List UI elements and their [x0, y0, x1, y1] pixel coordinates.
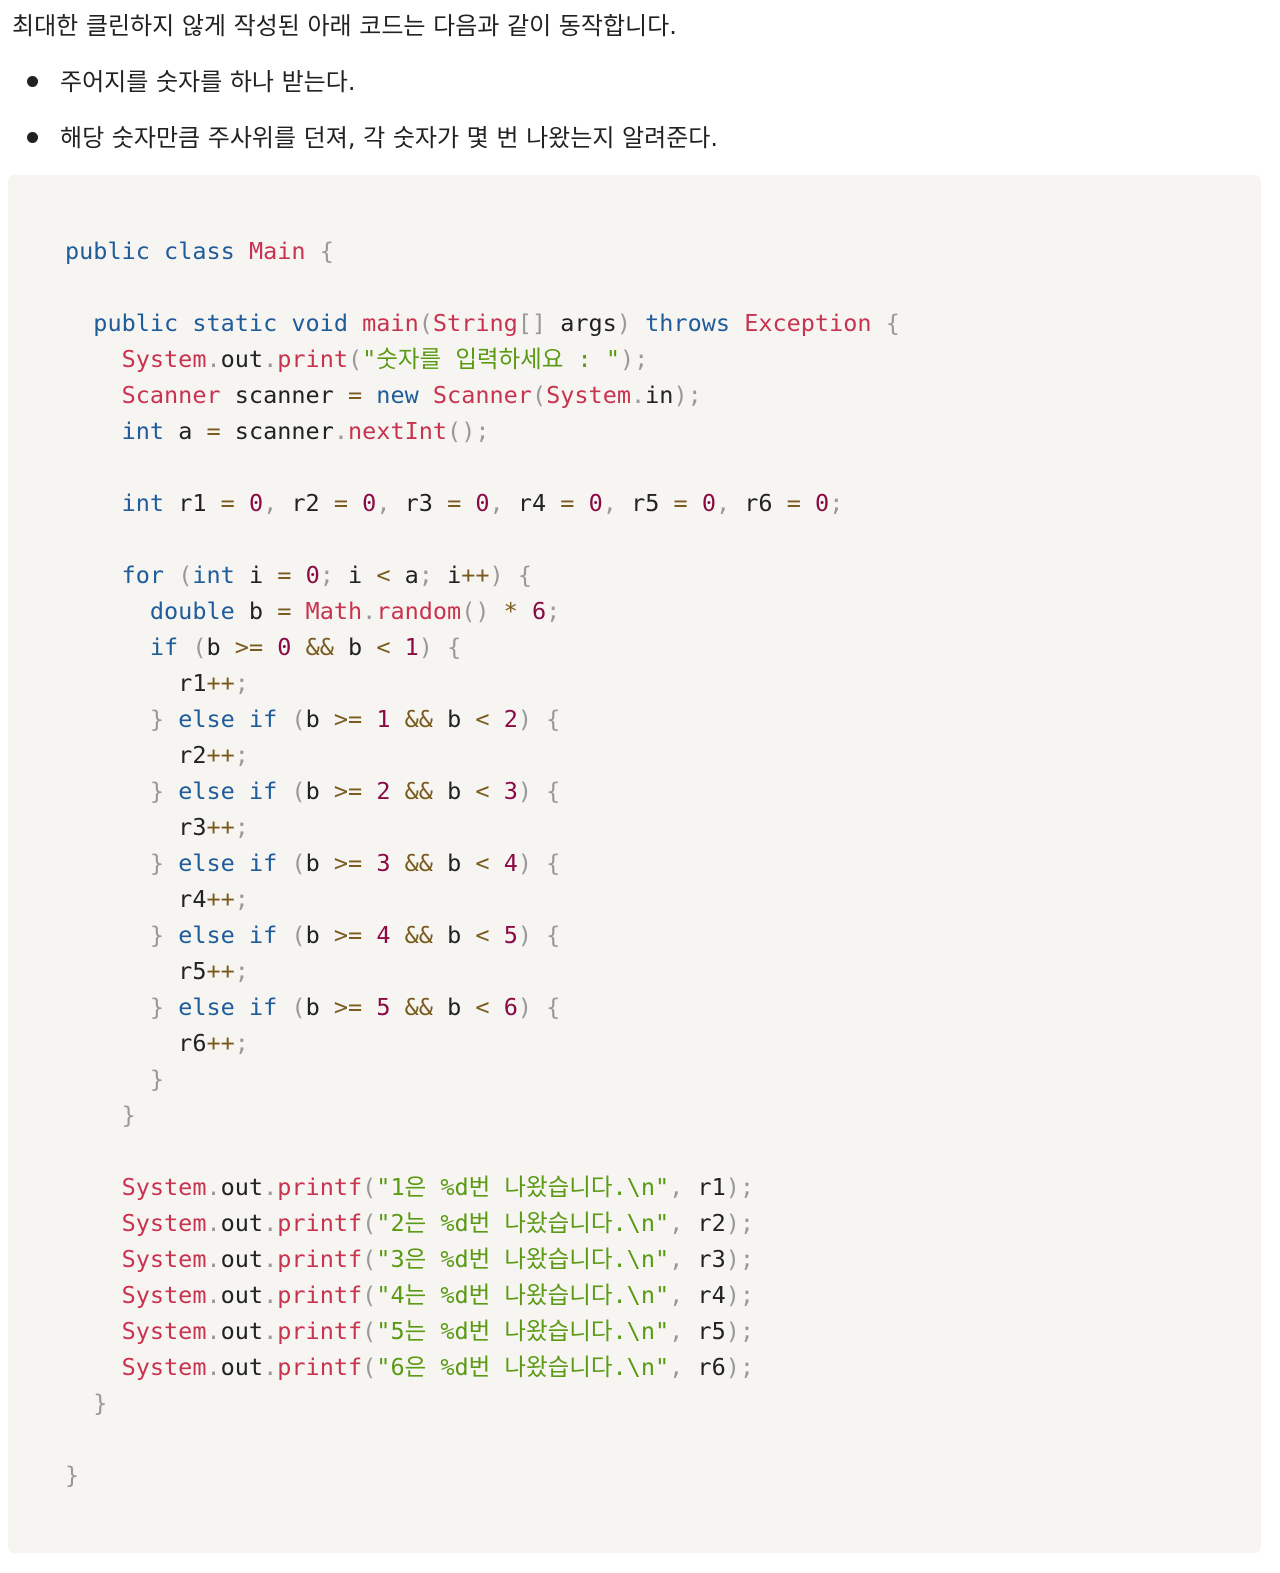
printf-string: "3은 %d번 나왔습니다.\n"	[376, 1245, 670, 1273]
code-line: System.out.printf("1은 %d번 나왔습니다.\n", r1)…	[121, 1173, 755, 1201]
bullet-dot-icon	[27, 76, 38, 87]
prompt-string: "숫자를 입력하세요 : "	[362, 345, 621, 373]
code-line	[65, 449, 900, 485]
code-line: r5++;	[65, 957, 249, 985]
code-line: int r1 = 0, r2 = 0, r3 = 0, r4 = 0, r5 =…	[121, 489, 844, 517]
code-line: System.out.printf("5는 %d번 나왔습니다.\n", r5)…	[121, 1317, 755, 1345]
code-line: System.out.printf("4는 %d번 나왔습니다.\n", r4)…	[121, 1281, 755, 1309]
code-line: } else if (b >= 4 && b < 5) {	[149, 921, 561, 949]
code-line: System.out.printf("2는 %d번 나왔습니다.\n", r2)…	[121, 1209, 755, 1237]
bullet-dot-icon	[27, 132, 38, 143]
code-line: r3++;	[65, 813, 249, 841]
code-line: System.out.printf("6은 %d번 나왔습니다.\n", r6)…	[121, 1353, 755, 1381]
code-line: int a = scanner.nextInt();	[121, 417, 490, 445]
code-line: } else if (b >= 1 && b < 2) {	[149, 705, 561, 733]
code-line: System.out.print("숫자를 입력하세요 : ");	[121, 345, 649, 373]
printf-string: "4는 %d번 나왔습니다.\n"	[376, 1281, 670, 1309]
code-line: Scanner scanner = new Scanner(System.in)…	[121, 381, 702, 409]
code-line: } else if (b >= 3 && b < 4) {	[149, 849, 561, 877]
code-line: } else if (b >= 2 && b < 3) {	[149, 777, 561, 805]
bullet-text: 주어지를 숫자를 하나 받는다.	[60, 68, 356, 96]
code-line	[65, 521, 900, 557]
code-line: System.out.printf("3은 %d번 나왔습니다.\n", r3)…	[121, 1245, 755, 1273]
code-line: for (int i = 0; i < a; i++) {	[121, 561, 533, 589]
printf-string: "1은 %d번 나왔습니다.\n"	[376, 1173, 670, 1201]
code-line: r6++;	[65, 1029, 249, 1057]
code-line: if (b >= 0 && b < 1) {	[149, 633, 462, 661]
code-line: }	[149, 1065, 165, 1093]
intro-paragraph: 최대한 클린하지 않게 작성된 아래 코드는 다음과 같이 동작합니다.	[12, 12, 677, 40]
code-listing: public class Main { public static void m…	[65, 233, 900, 1493]
code-line	[65, 1133, 900, 1169]
code-line: } else if (b >= 5 && b < 6) {	[149, 993, 561, 1021]
code-line: r2++;	[65, 741, 249, 769]
printf-string: "6은 %d번 나왔습니다.\n"	[376, 1353, 670, 1381]
printf-string: "2는 %d번 나왔습니다.\n"	[376, 1209, 670, 1237]
code-line: public static void main(String[] args) t…	[93, 309, 900, 337]
code-line: r1++;	[65, 669, 249, 697]
code-line: double b = Math.random() * 6;	[149, 597, 561, 625]
code-line: public class Main {	[65, 237, 334, 265]
printf-string: "5는 %d번 나왔습니다.\n"	[376, 1317, 670, 1345]
code-block: public class Main { public static void m…	[8, 175, 1261, 1553]
code-line	[65, 1421, 900, 1457]
bullet-text: 해당 숫자만큼 주사위를 던져, 각 숫자가 몇 번 나왔는지 알려준다.	[60, 124, 718, 152]
code-line: r4++;	[65, 885, 249, 913]
code-line	[65, 269, 900, 305]
code-line: }	[93, 1389, 108, 1417]
code-line: }	[65, 1461, 80, 1489]
code-line: }	[121, 1101, 136, 1129]
